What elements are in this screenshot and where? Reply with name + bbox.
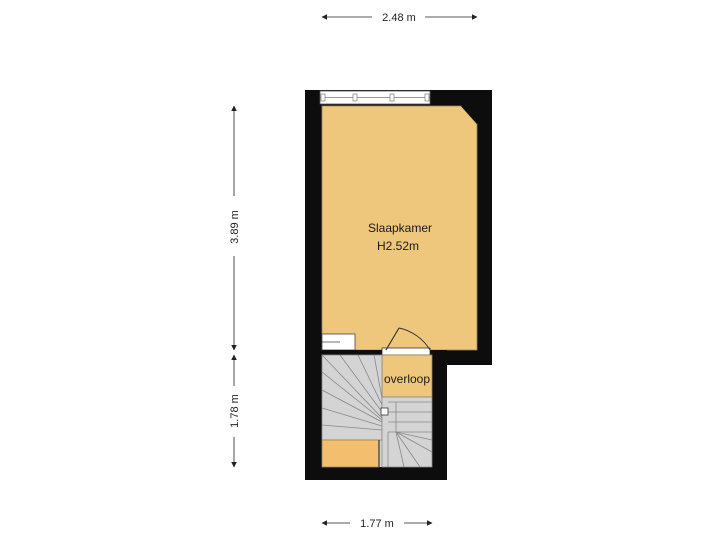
dim-left-lower-label: 1.78 m	[229, 394, 241, 428]
dim-top: 2.48 m	[321, 12, 478, 24]
bedroom-floor	[321, 105, 478, 351]
landing-label: overloop	[384, 372, 430, 386]
bedroom-label: Slaapkamer	[368, 221, 432, 235]
dim-top-label: 2.48 m	[382, 12, 416, 24]
landing-floor	[381, 354, 433, 398]
bedroom-height: H2.52m	[377, 239, 419, 253]
dim-left-upper-label: 3.89 m	[229, 210, 241, 244]
dim-left-upper: 3.89 m	[229, 105, 241, 351]
storage-floor	[321, 439, 380, 468]
stairs	[321, 354, 433, 468]
dim-left-lower: 1.78 m	[229, 354, 241, 468]
window	[319, 90, 431, 105]
dim-bottom-label: 1.77 m	[360, 518, 394, 530]
stair-post	[380, 407, 389, 416]
dim-bottom: 1.77 m	[321, 518, 433, 530]
corner-chamfer	[461, 106, 477, 124]
